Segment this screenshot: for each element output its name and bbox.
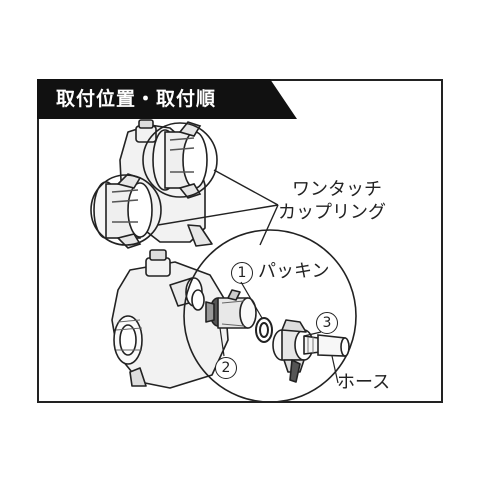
step-2-marker: 2 (215, 357, 237, 379)
diagram-frame (37, 79, 443, 403)
step-3-marker: 3 (316, 312, 338, 334)
label-hose: ホース (337, 372, 391, 393)
detail-circle-lower (90, 174, 162, 246)
leader-line-lower (157, 204, 279, 226)
step-1-marker: 1 (231, 262, 253, 284)
top-coupling-upper (152, 121, 208, 199)
label-one-touch-line1: ワンタッチ (292, 179, 382, 200)
detail-circle-main (183, 229, 357, 403)
leader-line-to-lower-pump (259, 204, 279, 246)
leader-hose (331, 355, 339, 384)
label-packing: パッキン (258, 261, 330, 282)
leader-line-upper (213, 169, 279, 206)
detail-circle-upper (142, 122, 218, 198)
leader-part-2 (219, 327, 225, 357)
hose (317, 334, 350, 357)
leader-part-3 (303, 331, 322, 337)
section-title: 取付位置・取付順 (56, 88, 217, 110)
leader-packing-1 (240, 281, 263, 319)
packing-ring-left (191, 289, 205, 311)
coupling-part-3 (272, 319, 321, 383)
coupling-part-2 (205, 289, 257, 329)
packing-ring-1 (255, 317, 273, 343)
label-one-touch-line2: カップリング (278, 202, 386, 223)
top-coupling-lower (93, 173, 153, 249)
title-banner-shape (37, 79, 297, 119)
